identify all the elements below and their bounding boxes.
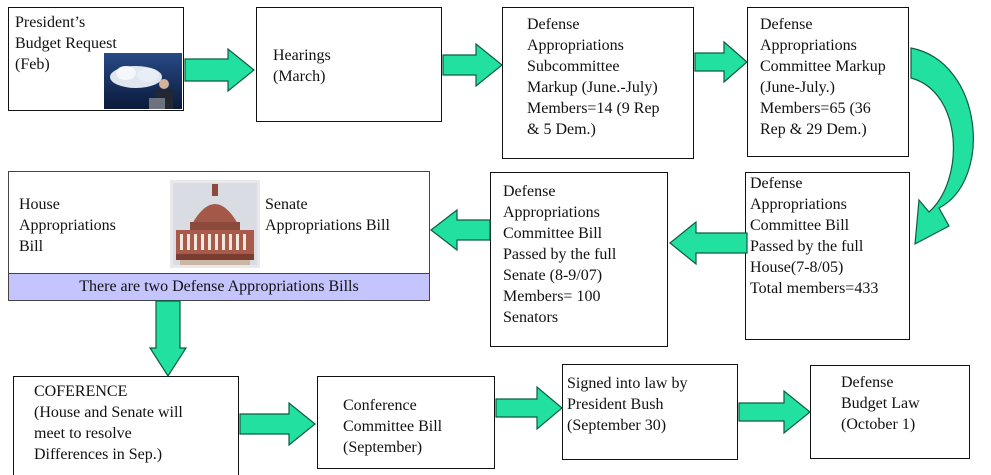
committee-markup-text: Defense Appropriations Committee Markup … <box>760 16 886 138</box>
president-podium-image <box>104 53 182 109</box>
senate-passed-box: Defense Appropriations Committee Bill Pa… <box>490 172 668 347</box>
signed-into-law-text: Signed into law by President Bush (Septe… <box>567 375 688 434</box>
right-arrow-6 <box>738 389 811 435</box>
committee-markup-box: Defense Appropriations Committee Markup … <box>747 7 909 157</box>
left-arrow-1 <box>669 220 748 266</box>
capitol-building-image <box>170 180 260 268</box>
house-passed-box: Defense Appropriations Committee Bill Pa… <box>745 172 910 340</box>
subcommittee-markup-box: Defense Appropriations Subcommittee Mark… <box>502 7 694 159</box>
right-arrow-2 <box>442 42 503 88</box>
two-bills-note: There are two Defense Appropriations Bil… <box>9 273 429 300</box>
down-arrow <box>148 300 188 378</box>
right-arrow-5 <box>495 385 563 431</box>
conference-text: COFERENCE (House and Senate will meet to… <box>34 383 183 463</box>
conference-box: COFERENCE (House and Senate will meet to… <box>13 376 239 475</box>
right-arrow-3 <box>694 40 748 84</box>
senate-passed-text: Defense Appropriations Committee Bill Pa… <box>503 183 617 326</box>
budget-law-text: Defense Budget Law (October 1) <box>841 374 920 433</box>
hearings-box: Hearings (March) <box>256 7 442 122</box>
signed-into-law-box: Signed into law by President Bush (Septe… <box>562 364 738 460</box>
house-bill-text: House Appropriations Bill <box>19 196 116 255</box>
two-bills-note-text: There are two Defense Appropriations Bil… <box>79 278 359 295</box>
hearings-text: Hearings (March) <box>273 47 331 85</box>
right-arrow-4 <box>239 401 316 447</box>
subcommittee-markup-text: Defense Appropriations Subcommittee Mark… <box>527 16 660 138</box>
left-arrow-2 <box>430 208 491 252</box>
house-passed-text: Defense Appropriations Committee Bill Pa… <box>750 175 879 297</box>
curved-down-arrow <box>910 47 974 246</box>
conference-bill-text: Conference Committee Bill (September) <box>343 397 443 456</box>
conference-bill-box: Conference Committee Bill (September) <box>317 376 495 469</box>
budget-law-box: Defense Budget Law (October 1) <box>810 365 970 459</box>
budget-request-text: President’s Budget Request (Feb) <box>15 14 117 73</box>
senate-bill-text: Senate Appropriations Bill <box>265 196 390 234</box>
right-arrow-1 <box>184 47 255 93</box>
